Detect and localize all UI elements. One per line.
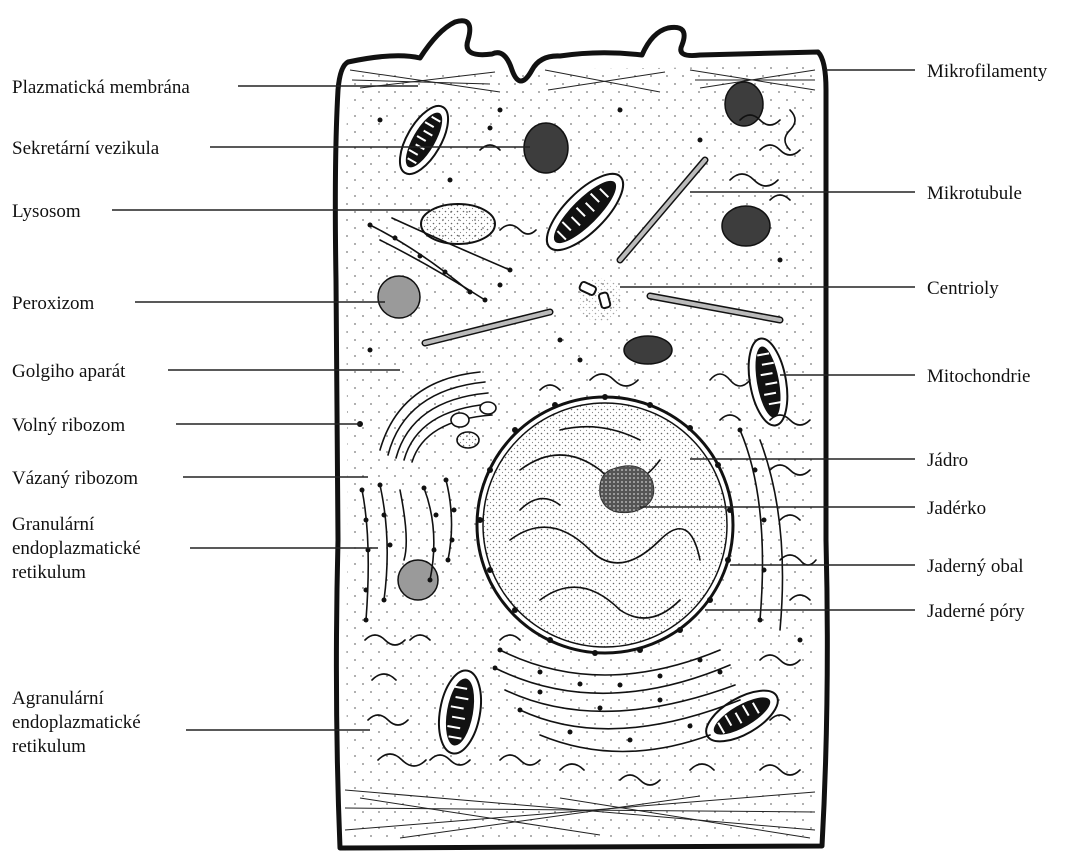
secretory-vesicle	[722, 206, 770, 246]
label-bound-ribosome: Vázaný ribozom	[12, 468, 138, 489]
label-peroxisome: Peroxizom	[12, 293, 95, 314]
label-plasma-membrane: Plazmatická membrána	[12, 77, 190, 98]
peroxisome	[378, 276, 420, 318]
secretory-vesicle	[524, 123, 568, 173]
label-nuclear-envelope: Jaderný obal	[927, 556, 1024, 577]
label-nuclear-pores: Jaderné póry	[927, 601, 1025, 622]
centrioles	[578, 278, 622, 322]
nucleus	[477, 394, 733, 656]
label-microfilaments: Mikrofilamenty	[927, 61, 1048, 82]
label-centrioles: Centrioly	[927, 278, 999, 299]
secretory-vesicle	[725, 82, 763, 126]
label-nucleolus: Jadérko	[927, 498, 986, 519]
label-rough-er: Granulární endoplazmatické retikulum	[12, 514, 145, 583]
label-golgi: Golgiho aparát	[12, 361, 126, 382]
label-free-ribosome: Volný ribozom	[12, 415, 125, 436]
secretory-vesicle	[624, 336, 672, 364]
label-microtubule: Mikrotubule	[927, 183, 1022, 204]
nucleolus	[600, 466, 654, 513]
label-nucleus: Jádro	[927, 450, 968, 471]
lysosome	[421, 204, 495, 244]
label-smooth-er: Agranulární endoplazmatické retikulum	[12, 688, 145, 757]
label-lysosome: Lysosom	[12, 201, 81, 222]
label-mitochondria: Mitochondrie	[927, 366, 1030, 387]
label-secretory-vesicle: Sekretární vezikula	[12, 138, 160, 159]
